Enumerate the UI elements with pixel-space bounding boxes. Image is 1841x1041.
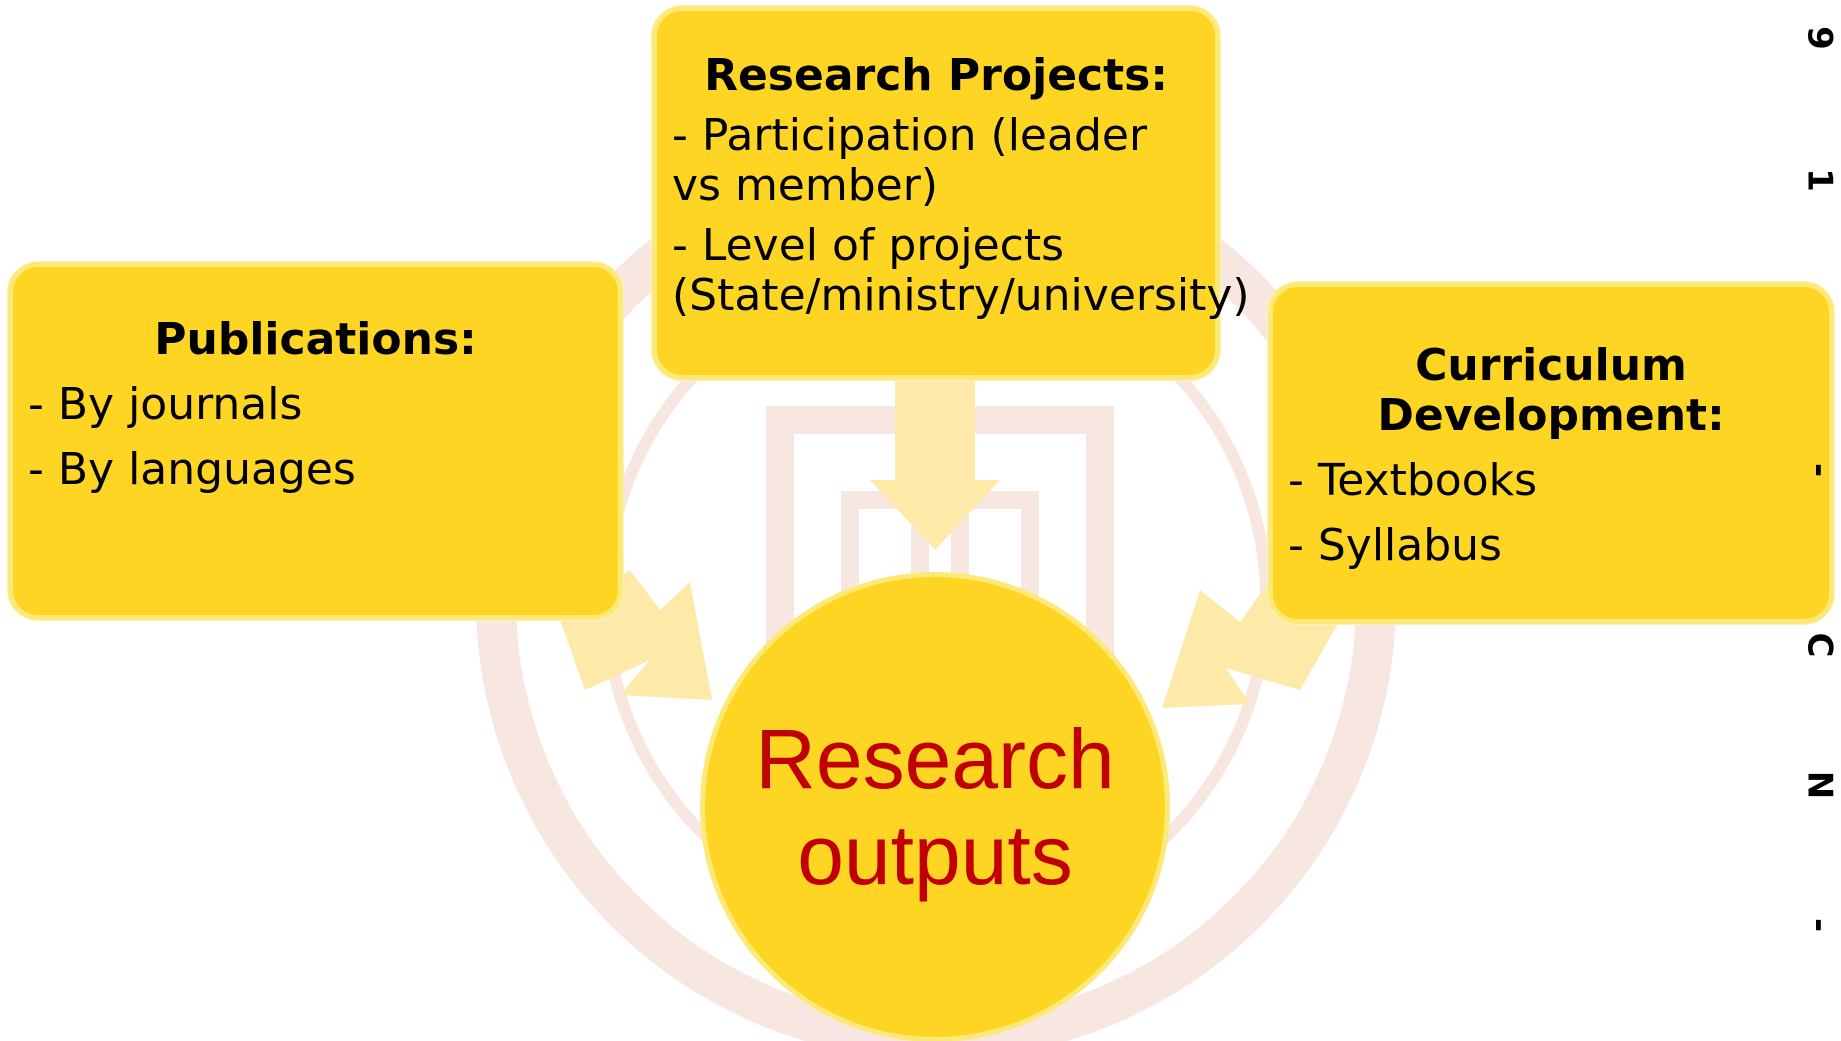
side-letter-4: C [1799,632,1840,658]
research-outputs-line1: Research [755,712,1115,806]
research-projects-box: Research Projects: - Participation (lead… [652,6,1250,380]
publications-item-languages: - By languages [28,444,356,495]
side-letter-6: - [1799,917,1840,933]
publications-title: Publications: [154,314,477,365]
curriculum-development-title: Curriculum Development: [1377,340,1725,441]
side-letter-3: - [1799,462,1840,478]
publications-item-journals: - By journals [28,379,303,430]
curriculum-item-textbooks: - Textbooks [1288,455,1538,506]
curriculum-item-syllabus: - Syllabus [1288,520,1502,571]
publications-box: Publications: - By journals - By languag… [8,262,623,620]
curriculum-development-box: Curriculum Development: - Textbooks - Sy… [1268,282,1834,624]
side-letter-5: N [1799,770,1840,800]
side-letter-1: 9 [1799,26,1840,50]
research-projects-item-level: - Level of projects (State/ministry/univ… [672,220,1250,321]
research-projects-item-participation: - Participation (leader vs member) [672,110,1148,211]
research-outputs-circle: Research outputs [700,572,1170,1041]
research-outputs-line2: outputs [797,808,1073,902]
side-vertical-text: 9 1 - C N - [1798,0,1841,1041]
side-letter-2: 1 [1799,168,1840,192]
research-projects-title: Research Projects: [704,50,1168,101]
arrow-down-from-projects [870,380,1000,550]
